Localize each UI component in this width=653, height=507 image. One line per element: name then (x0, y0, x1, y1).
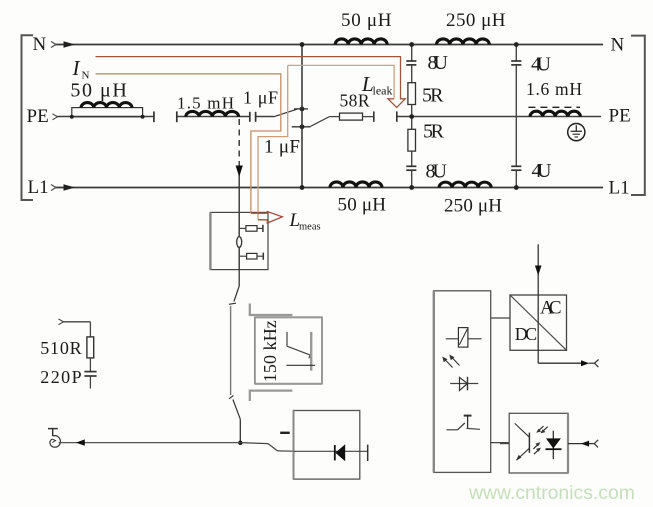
svg-text:220P: 220P (40, 367, 81, 387)
svg-text:AC: AC (540, 298, 562, 319)
svg-text:250 μH: 250 μH (444, 196, 502, 217)
svg-text:250 μH: 250 μH (446, 10, 506, 31)
svg-text:50 μH: 50 μH (341, 10, 392, 31)
svg-text:5R: 5R (423, 121, 445, 143)
svg-text:50 μH: 50 μH (70, 79, 126, 101)
svg-text:8U: 8U (426, 161, 448, 183)
svg-text:leak: leak (373, 84, 393, 98)
svg-text:1 μF: 1 μF (264, 137, 300, 158)
svg-text:8U: 8U (428, 52, 449, 74)
svg-text:510R: 510R (40, 338, 81, 358)
svg-text:PE: PE (609, 106, 631, 127)
svg-text:1.5 mH: 1.5 mH (177, 94, 234, 113)
svg-text:I: I (72, 56, 81, 80)
svg-text:meas: meas (299, 222, 321, 233)
svg-text:5R: 5R (422, 85, 444, 107)
svg-text:L1: L1 (609, 178, 630, 199)
svg-text:L: L (361, 72, 374, 96)
svg-text:PE: PE (27, 106, 49, 127)
svg-text:L: L (289, 210, 301, 231)
svg-text:N: N (611, 34, 625, 55)
svg-text:www.cntronics.com: www.cntronics.com (468, 482, 635, 504)
svg-text:58R: 58R (340, 91, 370, 111)
svg-text:4U: 4U (532, 160, 553, 182)
svg-text:1 μF: 1 μF (243, 88, 278, 108)
svg-text:L1: L1 (28, 177, 49, 198)
svg-text:DC: DC (515, 324, 537, 344)
svg-text:150 kHz: 150 kHz (260, 320, 280, 382)
svg-text:N: N (33, 34, 47, 55)
svg-text:4U: 4U (531, 54, 552, 76)
svg-text:1.6 mH: 1.6 mH (526, 79, 582, 99)
svg-text:N: N (82, 70, 90, 82)
svg-text:50 μH: 50 μH (338, 194, 387, 215)
